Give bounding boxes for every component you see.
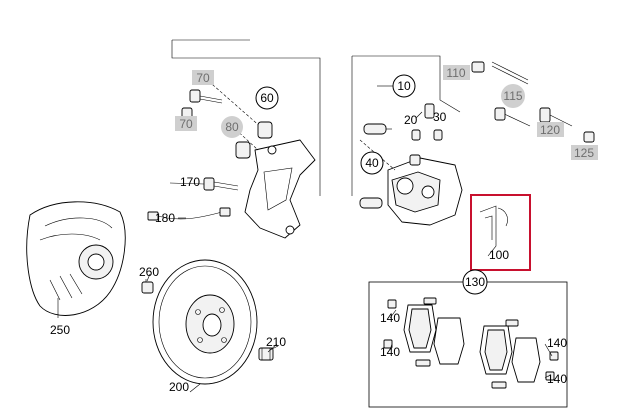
caliper-bracket[interactable]	[244, 139, 316, 239]
wear-sensor-cable[interactable]	[147, 207, 231, 221]
callout-80-label: 80	[225, 120, 239, 134]
callout-260[interactable]: 260	[139, 265, 159, 279]
guide-pin[interactable]	[359, 123, 392, 209]
callout-125[interactable]: 125	[571, 145, 598, 160]
bleeder-screw[interactable]	[411, 103, 443, 141]
callout-60-label: 60	[260, 91, 274, 105]
callout-115[interactable]: 115	[501, 84, 525, 108]
callout-115-label: 115	[503, 89, 522, 103]
brake-caliper[interactable]	[387, 154, 463, 226]
callout-130[interactable]: 130	[462, 269, 488, 295]
leader-lines	[145, 85, 553, 379]
pad-hardware-clips[interactable]	[383, 297, 559, 389]
brake-pad-right[interactable]	[479, 325, 541, 383]
callout-140-upper-right[interactable]: 140	[547, 336, 567, 350]
pad-wear-spring[interactable]	[479, 205, 508, 257]
highlight-box	[470, 194, 531, 271]
guide-pin-kit[interactable]	[471, 61, 595, 143]
callout-200[interactable]: 200	[169, 380, 189, 394]
callout-40[interactable]: 40	[360, 151, 384, 175]
callout-80[interactable]: 80	[221, 116, 243, 138]
callout-140-lower-right[interactable]: 140	[547, 372, 567, 386]
callout-70-lower-label: 70	[179, 117, 193, 131]
callout-110-label: 110	[446, 66, 465, 80]
callout-130-label: 130	[465, 275, 485, 289]
brake-disc[interactable]	[152, 259, 258, 393]
callout-70-upper[interactable]: 70	[192, 70, 214, 85]
callout-180[interactable]: 180	[155, 211, 175, 225]
callout-20[interactable]: 20	[404, 113, 418, 127]
callout-40-label: 40	[365, 156, 379, 170]
dust-shield[interactable]	[26, 201, 126, 318]
callout-110[interactable]: 110	[443, 65, 470, 80]
callout-170[interactable]: 170	[180, 175, 200, 189]
callout-70-lower[interactable]: 70	[175, 116, 197, 131]
callout-70-upper-label: 70	[196, 71, 210, 85]
callout-10[interactable]: 10	[392, 74, 416, 98]
callout-120-label: 120	[540, 123, 560, 137]
guide-bolt-upper[interactable]	[189, 89, 223, 104]
callout-125-label: 125	[574, 146, 594, 160]
small-bolt[interactable]	[141, 273, 154, 294]
callout-10-label: 10	[397, 79, 411, 93]
callout-100[interactable]: 100	[489, 248, 509, 262]
callout-60[interactable]: 60	[255, 86, 279, 110]
callout-120[interactable]: 120	[537, 122, 564, 137]
callout-250[interactable]: 250	[50, 323, 70, 337]
callout-140-lower-left[interactable]: 140	[380, 345, 400, 359]
caliper-mounting-bolt[interactable]	[203, 177, 239, 191]
brake-pad-left[interactable]	[403, 304, 465, 365]
guide-bushing[interactable]	[235, 121, 273, 159]
callout-210[interactable]: 210	[266, 335, 286, 349]
assembly-frame-caliper	[351, 55, 461, 196]
callout-30[interactable]: 30	[433, 110, 447, 124]
